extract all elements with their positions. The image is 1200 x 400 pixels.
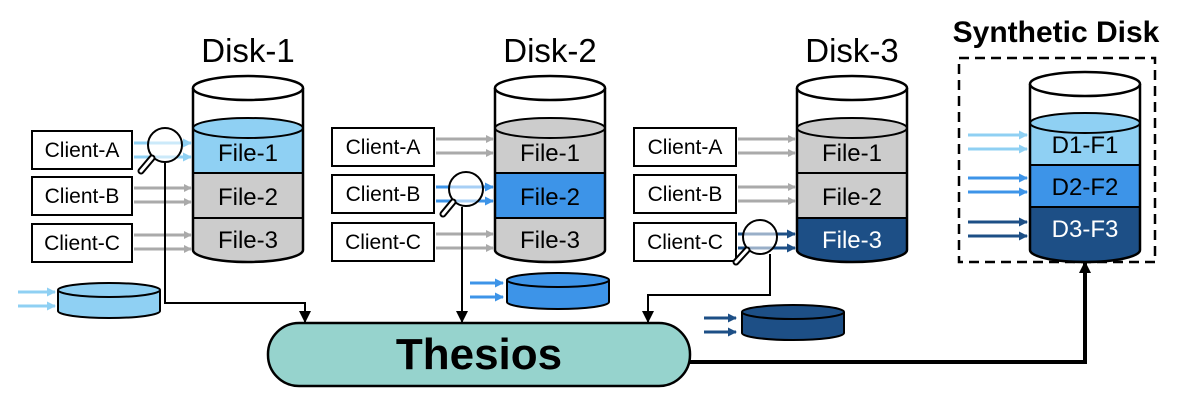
synthetic-file-3-label: D3-F3: [1052, 216, 1119, 243]
disk-2-title: Disk-2: [503, 32, 597, 69]
disk-3-client-a-box: [633, 127, 737, 167]
magnifier-icon: [439, 171, 484, 218]
disk-2-client-a-box: [331, 127, 435, 167]
disk-1-trace-line: [164, 163, 311, 323]
disk-2-client-a-label: Client-A: [346, 136, 421, 159]
disk-1-file-3-label: File-3: [218, 227, 278, 254]
disk-2-client-c-box: [331, 222, 435, 262]
synthetic-disk-frame: [957, 56, 1157, 264]
magnifier-icon: [732, 219, 778, 266]
disk-3-trace-line: [642, 254, 771, 323]
disk-1-file-1-label: File-1: [218, 140, 278, 167]
disk-1-client-b-box: [31, 176, 133, 216]
disk-3-file-2-label: File-2: [822, 184, 882, 211]
disk-2-client-c-label: Client-C: [345, 231, 421, 254]
disk-1-io-arrows: [134, 138, 192, 253]
disk-3-file-3-label: File-3: [822, 227, 882, 254]
disk-3-client-c-box: [633, 222, 737, 262]
disk-3-client-b-label: Client-B: [648, 183, 723, 206]
disk-1-file-2-label: File-2: [218, 184, 278, 211]
disk-1-client-c-label: Client-C: [44, 232, 120, 255]
disk-1-cylinder: [191, 74, 305, 264]
trace-disk-icon: [704, 304, 845, 341]
synthetic-disk-group: Synthetic Disk D1-F1 D2-F2 D3-F3: [953, 16, 1160, 264]
trace-disk-icon: [18, 282, 161, 319]
disk-3-client-b-box: [633, 174, 737, 214]
disk-1-client-c-box: [31, 223, 133, 263]
synthetic-file-1-label: D1-F1: [1052, 132, 1119, 159]
thesios-label: Thesios: [396, 330, 562, 379]
disk-3-client-c-label: Client-C: [647, 231, 723, 254]
magnifier-icon: [137, 127, 183, 175]
disk-2-client-b-box: [331, 174, 435, 214]
disk-3-group: Disk-3 File-1 File-2 File-3 Client-A Cli…: [633, 32, 909, 341]
synthetic-file-2-label: D2-F2: [1052, 174, 1119, 201]
disk-2-file-1-label: File-1: [520, 140, 580, 167]
disk-2-group: Disk-2 File-1 File-2 File-3 Client-A Cli…: [331, 32, 610, 323]
disk-3-cylinder: [795, 74, 909, 264]
disk-2-file-3-label: File-3: [520, 227, 580, 254]
disk-1-client-a-label: Client-A: [45, 139, 120, 162]
thesios-box: Thesios: [266, 321, 692, 388]
synthetic-disk-cylinder: [1028, 70, 1142, 264]
synthetic-io-arrows: [968, 130, 1028, 241]
disk-3-client-a-label: Client-A: [648, 136, 723, 159]
disk-1-title: Disk-1: [201, 32, 295, 69]
disk-1-client-a-box: [31, 130, 133, 170]
trace-disk-icon: [470, 272, 610, 310]
disk-1-client-b-label: Client-B: [45, 185, 120, 208]
disk-3-title: Disk-3: [805, 32, 899, 69]
thesios-to-synthetic-arrow: [690, 261, 1091, 364]
synthetic-disk-title: Synthetic Disk: [953, 16, 1160, 49]
disk-2-file-2-label: File-2: [520, 184, 580, 211]
disk-2-client-b-label: Client-B: [346, 183, 421, 206]
disk-1-group: Disk-1 File-1 File-2 File-3 Client-A Cli…: [18, 32, 311, 323]
disk-3-file-1-label: File-1: [822, 140, 882, 167]
disk-2-cylinder: [493, 74, 607, 264]
